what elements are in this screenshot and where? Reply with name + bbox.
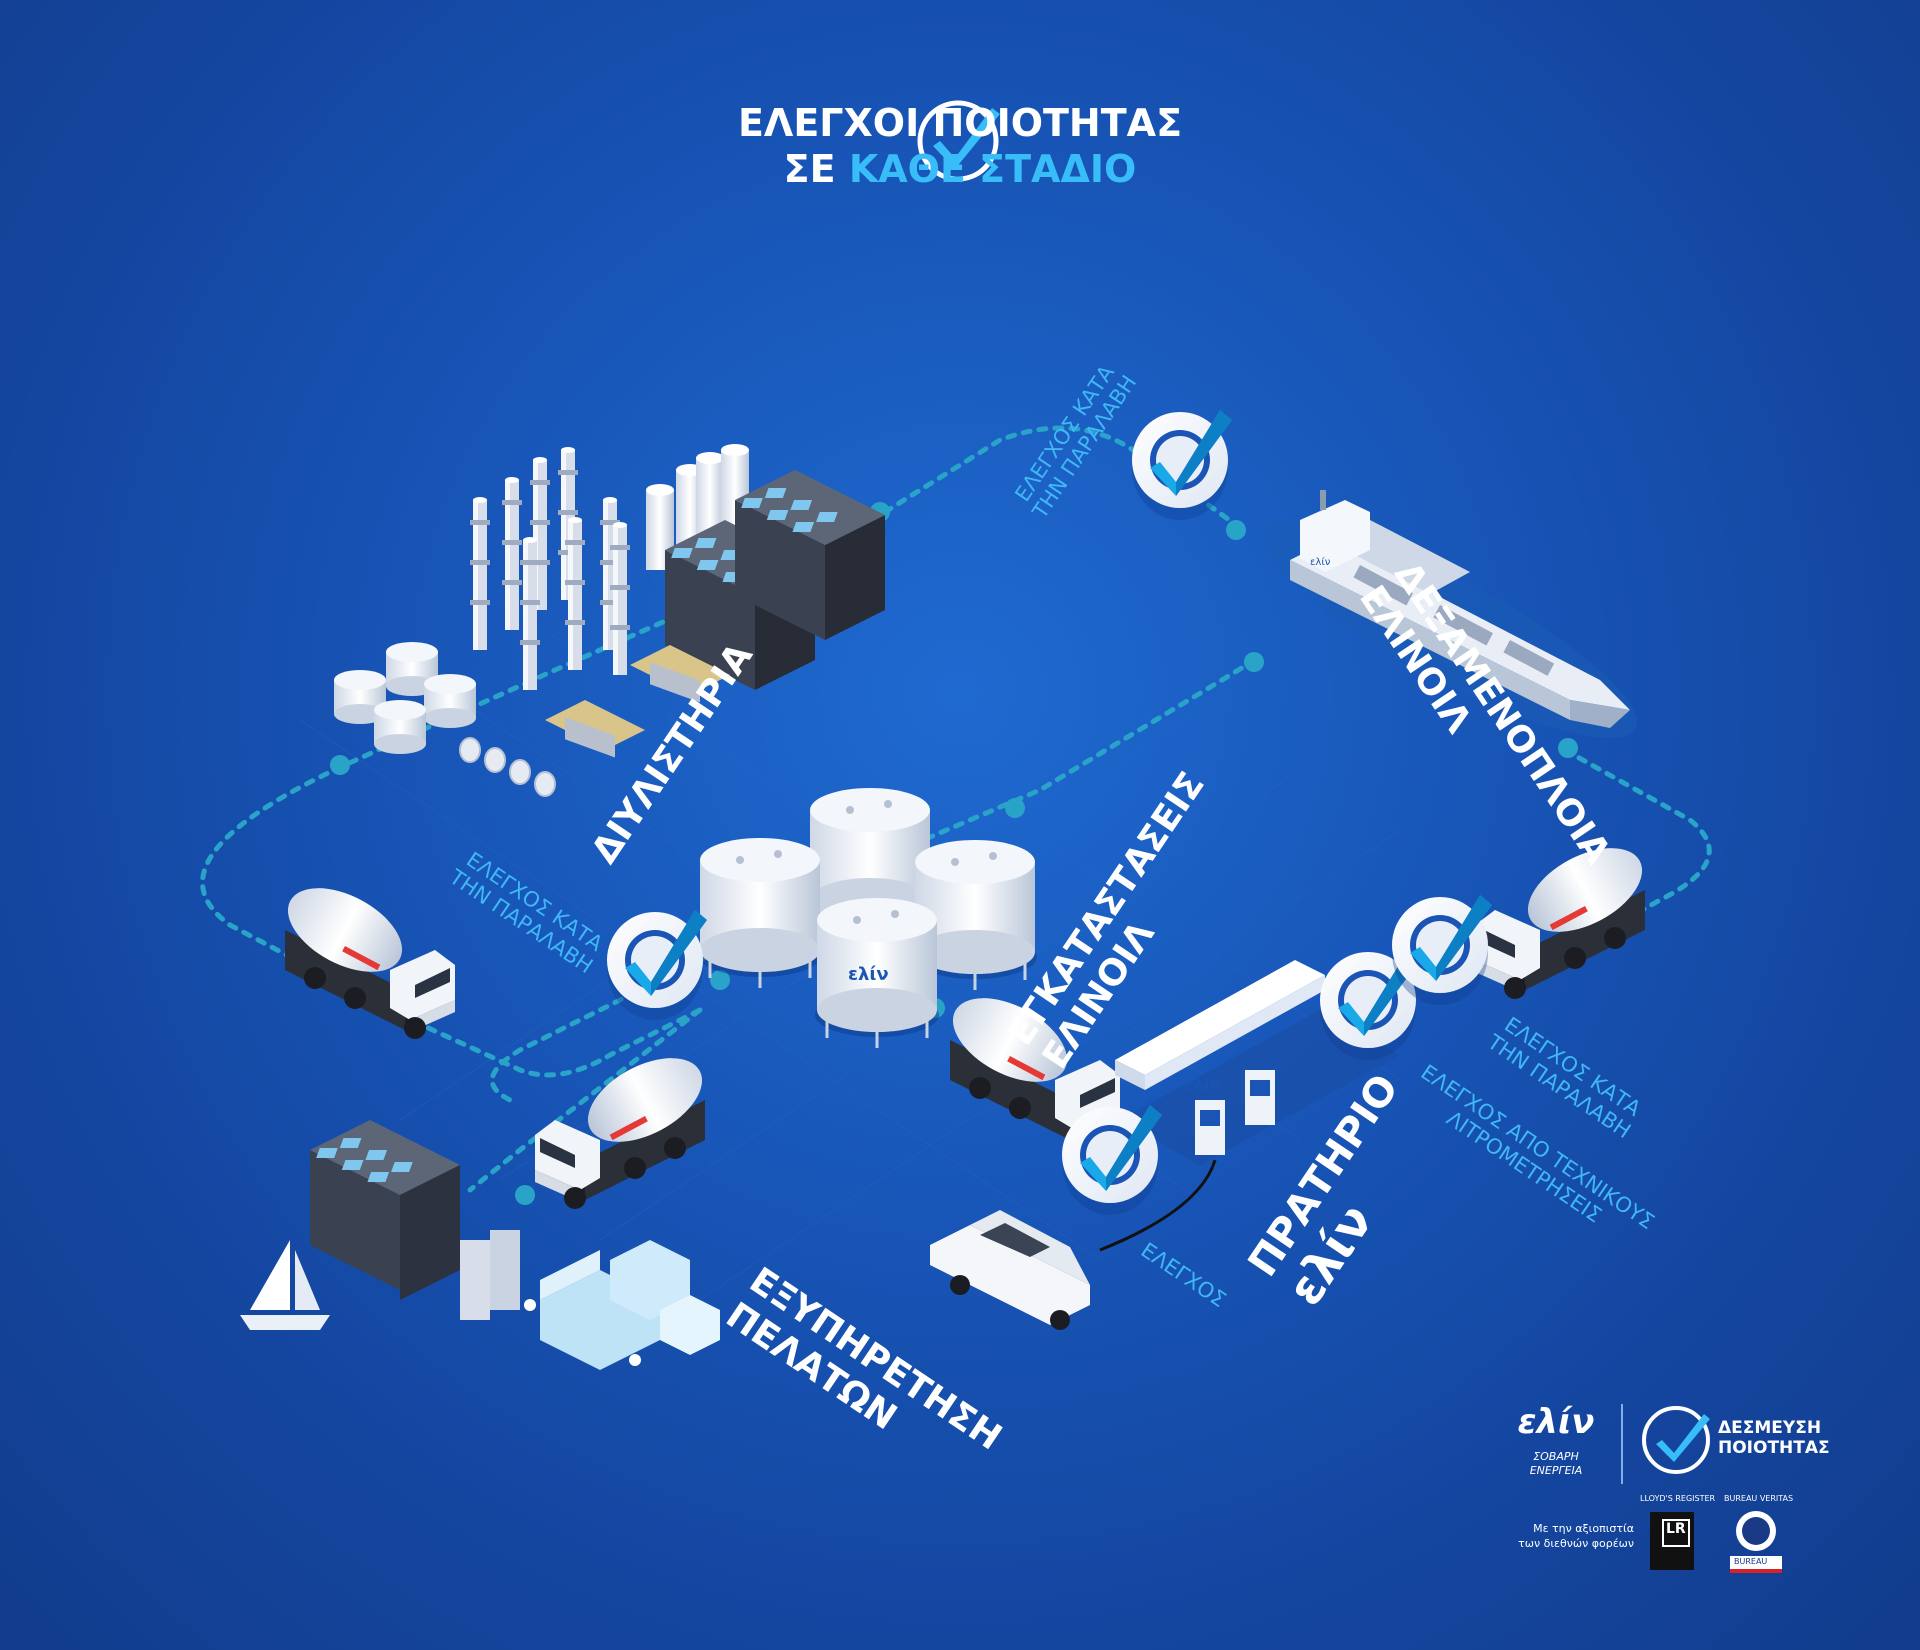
brand-divider — [1621, 1404, 1623, 1484]
commitment-check-icon — [1642, 1406, 1710, 1474]
trust-line-2: των διεθνών φορέων — [1518, 1537, 1634, 1550]
bureau-veritas-logo — [1730, 1511, 1782, 1573]
checkmark-badge-icon — [1392, 895, 1492, 1005]
svg-text:ελίν: ελίν — [1310, 556, 1331, 568]
page-title: ΕΛΕΓΧΟΙ ΠΟΙΟΤΗΤΑΣ ΣΕ ΚΑΘΕ ΣΤΑΔΙΟ — [0, 100, 1920, 192]
trust-note: Με την αξιοπιστία των διεθνών φορέων — [1500, 1521, 1634, 1551]
svg-text:ελίν: ελίν — [848, 964, 889, 985]
sailboat-icon — [240, 1240, 330, 1330]
refinery-icon — [334, 444, 885, 797]
elin-logo: ελίν ΣΟΒΑΡΗ ΕΝΕΡΓΕΙΑ — [1506, 1402, 1606, 1478]
bv-mark: BUREAU — [1734, 1557, 1768, 1566]
checkmark-badge-icon — [1132, 410, 1232, 520]
svg-text:ελίν: ελίν — [1185, 1075, 1221, 1094]
checkmark-badge-icon — [1062, 1105, 1162, 1215]
tanker-ship-icon: ελίν — [1263, 490, 1637, 739]
trust-line-1: Με την αξιοπιστία — [1533, 1522, 1634, 1535]
car-icon — [930, 1210, 1090, 1330]
factory-icon — [310, 1120, 520, 1320]
lloyds-register-logo — [1650, 1512, 1694, 1570]
commitment-logo-text: ΔΕΣΜΕΥΣΗ ΠΟΙΟΤΗΤΑΣ — [1718, 1418, 1830, 1458]
certifier-lloyds: LLOYD'S REGISTER — [1640, 1494, 1716, 1503]
title-line-2: ΣΕ ΚΑΘΕ ΣΤΑΔΙΟ — [0, 146, 1920, 192]
storage-tanks-icon: ελίν — [696, 786, 1039, 1050]
title-prefix: ΣΕ — [783, 147, 836, 191]
commitment-line-2: ΠΟΙΟΤΗΤΑΣ — [1718, 1438, 1830, 1458]
tanker-truck-icon — [535, 1040, 716, 1209]
certifier-bv: BUREAU VERITAS — [1724, 1494, 1794, 1503]
tanker-truck-icon — [274, 870, 455, 1039]
title-line-1: ΕΛΕΓΧΟΙ ΠΟΙΟΤΗΤΑΣ — [737, 101, 1183, 145]
elin-logo-text: ελίν — [1517, 1402, 1595, 1442]
commitment-line-1: ΔΕΣΜΕΥΣΗ — [1718, 1418, 1822, 1438]
title-highlight: ΚΑΘΕ ΣΤΑΔΙΟ — [848, 147, 1137, 191]
gas-station-icon: ελίν — [1099, 960, 1400, 1252]
houses-icon — [524, 1240, 720, 1370]
checkmark-badge-icon — [607, 910, 707, 1020]
lr-mark: LR — [1666, 1521, 1686, 1537]
check-circle-icon — [917, 100, 1000, 182]
elin-tagline: ΣΟΒΑΡΗ ΕΝΕΡΓΕΙΑ — [1529, 1450, 1583, 1477]
